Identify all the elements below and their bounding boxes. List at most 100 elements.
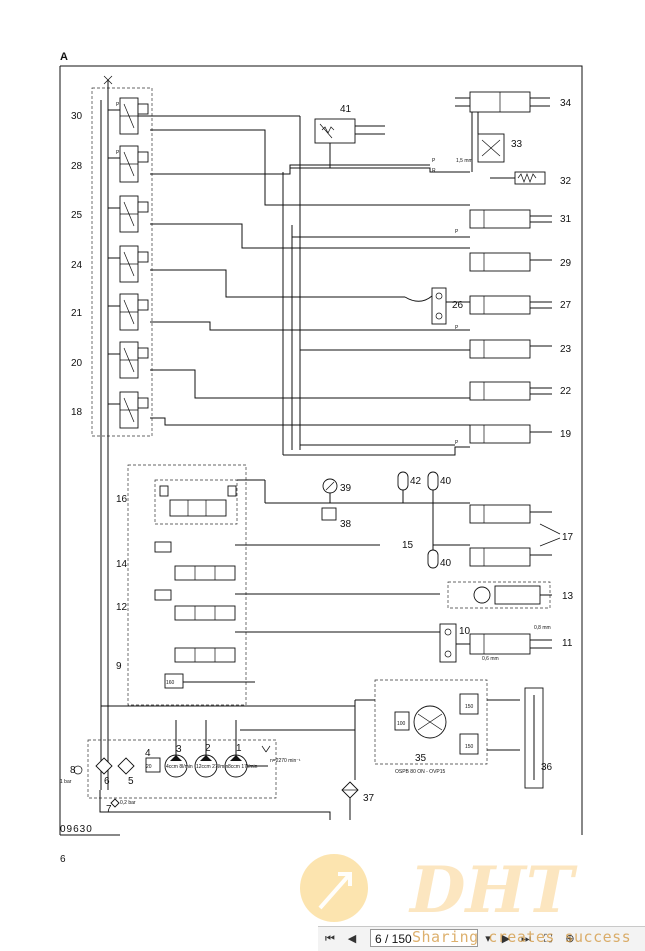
pump-unit-35 (354, 693, 520, 780)
cylinder-41 (314, 118, 385, 168)
label-10: 10 (459, 626, 471, 637)
watermark-slogan: Sharing creates success (412, 928, 632, 946)
pump-group (73, 705, 355, 820)
pump-group-enclosure (87, 739, 277, 799)
pressure-1bar: 1 bar (60, 779, 72, 785)
relief-20: 20 (146, 764, 152, 770)
port-p-28: P (116, 150, 120, 156)
check-valve-block-26 (404, 287, 470, 325)
cylinders-17 (469, 504, 561, 567)
label-2: 2 (205, 743, 211, 754)
label-38: 38 (340, 519, 352, 530)
orifice-0-8mm: 0,8 mm (534, 625, 551, 631)
cylinder-36 (524, 687, 544, 789)
label-13: 13 (562, 591, 574, 602)
right-cylinders (469, 209, 552, 444)
label-3: 3 (176, 744, 182, 755)
middle-valve-bank (154, 479, 470, 689)
label-36: 36 (541, 762, 553, 773)
pump2-spec: 12ccm 27l/min (196, 764, 228, 770)
valve-32 (490, 171, 546, 185)
relief-100: 100 (397, 721, 406, 727)
page-dropdown-icon[interactable]: ▾ (485, 932, 491, 945)
label-25: 25 (71, 210, 83, 221)
label-9: 9 (116, 661, 122, 672)
hydraulic-circuit-diagram: A (59, 51, 583, 865)
label-12: 12 (116, 602, 128, 613)
page-number: 6 (60, 854, 66, 865)
label-14: 14 (116, 559, 128, 570)
port-p-30: P (116, 102, 120, 108)
first-page-button[interactable]: ⏮ (325, 932, 335, 945)
solenoid-valve-bank (100, 75, 300, 790)
label-24: 24 (71, 260, 83, 271)
last-page-button[interactable]: ⏭ (521, 932, 531, 945)
pump3-spec: 4ccm 8l/min (166, 764, 193, 770)
label-8: 8 (70, 765, 76, 776)
orifice-0-6mm: 0,6 mm (482, 656, 499, 662)
page-number-input[interactable]: 6 / 150 (370, 929, 478, 947)
port-p-31: P (455, 229, 459, 235)
port-p-33: P (432, 158, 436, 164)
valve-bank-enclosure (91, 87, 153, 437)
port-p-27: P (455, 325, 459, 331)
previous-page-button[interactable]: ◀ (347, 932, 357, 945)
cylinder-13 (447, 581, 552, 609)
label-28: 28 (71, 161, 83, 172)
label-6: 6 (104, 776, 110, 787)
label-41: 41 (340, 104, 352, 115)
label-31: 31 (560, 214, 572, 225)
cylinder-34 (455, 91, 550, 113)
port-r-33: R (432, 168, 436, 174)
relief-150b: 150 (465, 744, 474, 750)
orifice-1-5mm: 1,5 mm (456, 158, 473, 164)
port-p-19: P (455, 440, 459, 446)
label-16: 16 (116, 494, 128, 505)
pdf-viewer-toolbar: ⏮ ◀ 6 / 150 ▾ ▶ ⏭ ⛶ ⊕ (318, 926, 645, 951)
label-11: 11 (562, 638, 573, 649)
label-40a: 40 (440, 476, 452, 487)
label-18: 18 (71, 407, 83, 418)
label-1: 1 (236, 743, 242, 754)
middle-valve-bank-enclosure (127, 464, 247, 706)
label-39: 39 (340, 483, 352, 494)
label-20: 20 (71, 358, 83, 369)
accumulators (397, 471, 470, 569)
check-valve-block-10 (439, 623, 552, 663)
valve-33 (471, 112, 505, 172)
label-30: 30 (71, 111, 83, 122)
pressure-lines-upper (150, 116, 470, 456)
section-letter: A (60, 51, 68, 63)
pressure-02bar: 0,2 bar (120, 800, 136, 806)
label-37: 37 (363, 793, 375, 804)
label-7: 7 (106, 804, 112, 815)
dht-logo-text: DHT (408, 853, 578, 926)
label-42: 42 (410, 476, 422, 487)
label-23: 23 (560, 344, 572, 355)
relief-160: 160 (166, 680, 175, 686)
dht-watermark-logo: DHT (300, 853, 578, 926)
fit-page-icon[interactable]: ⛶ (544, 932, 552, 945)
label-15: 15 (402, 540, 414, 551)
label-19: 19 (560, 429, 572, 440)
label-33: 33 (511, 139, 523, 150)
label-40b: 40 (440, 558, 452, 569)
label-34: 34 (560, 98, 572, 109)
pump-unit-35-spec: OSPB 80 ON - OVP15 (395, 769, 446, 775)
relief-150: 150 (465, 704, 474, 710)
zoom-icon[interactable]: ⊕ (565, 932, 575, 945)
label-32: 32 (560, 176, 572, 187)
pump-unit-35-enclosure (374, 679, 488, 765)
label-17: 17 (562, 532, 574, 543)
label-26: 26 (452, 300, 464, 311)
flow-note: n=2270 min⁻¹ (270, 758, 301, 764)
next-page-button[interactable]: ▶ (501, 932, 511, 945)
label-35: 35 (415, 753, 427, 764)
label-29: 29 (560, 258, 572, 269)
pressure-gauge-39 (321, 478, 338, 521)
drawing-number: 09630 (60, 824, 93, 835)
filter-37 (341, 781, 359, 820)
label-21: 21 (71, 308, 83, 319)
diagram-frame (59, 65, 583, 836)
label-5: 5 (128, 776, 134, 787)
